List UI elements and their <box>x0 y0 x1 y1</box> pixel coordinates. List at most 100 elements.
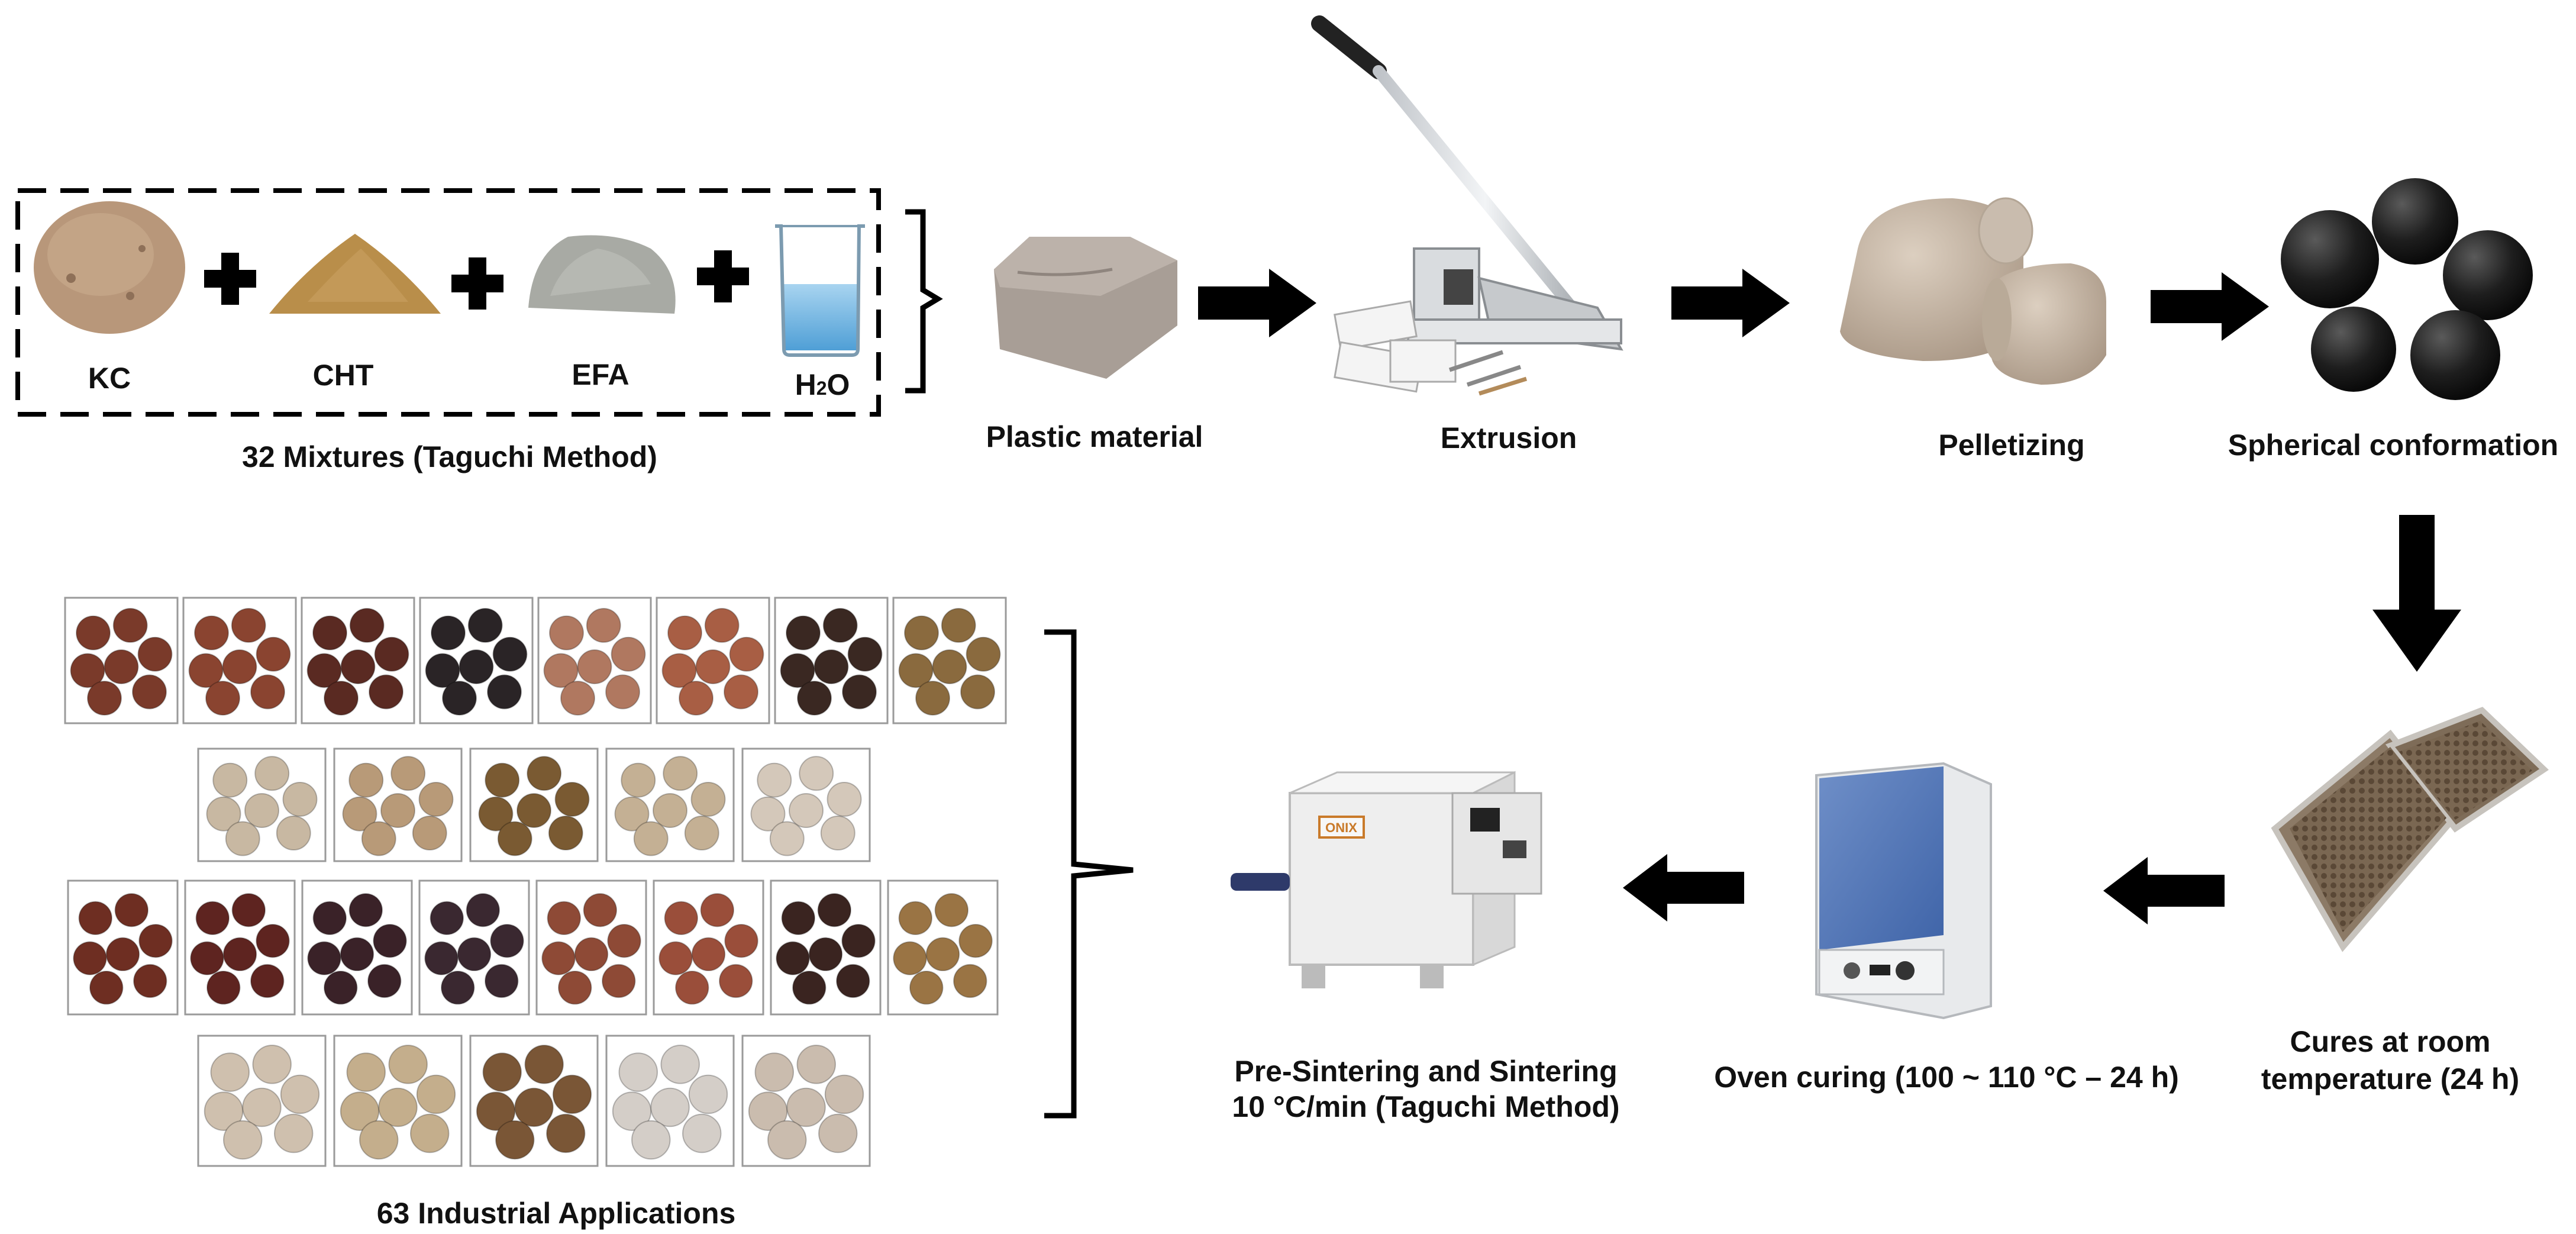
sample-pellet <box>925 937 960 972</box>
sample-pellet <box>653 793 687 828</box>
sample-pellet <box>132 674 167 710</box>
sample-pellet <box>549 615 584 650</box>
sample-pellet <box>543 653 579 688</box>
sample-pellet <box>663 756 698 791</box>
kc-label: KC <box>88 362 131 395</box>
sample-pellet <box>485 964 519 998</box>
sample-pellet <box>684 816 719 850</box>
arrow-right-icon <box>2151 272 2269 341</box>
sample-pellet <box>767 1120 807 1160</box>
sample-pellet <box>324 681 359 716</box>
sample-pellet <box>359 1120 399 1160</box>
sample-pellet <box>822 608 858 643</box>
sample-pellet <box>274 1113 314 1154</box>
sample-tile <box>770 879 882 1016</box>
sample-pellet <box>418 782 454 817</box>
sample-pellet <box>250 674 285 710</box>
sample-pellet <box>367 964 402 998</box>
sample-pellet <box>814 649 849 685</box>
sample-pellet <box>349 608 385 643</box>
sample-pellet <box>361 821 396 856</box>
sample-pellet <box>425 653 460 688</box>
sample-pellet <box>210 1052 250 1092</box>
sample-pellet <box>231 608 266 643</box>
spherical-conformation-label: Spherical conformation <box>2228 428 2559 462</box>
sample-tile <box>892 597 1007 724</box>
sample-pellet <box>724 674 758 710</box>
sample-pellet <box>517 793 551 828</box>
sample-pellet <box>729 636 764 672</box>
sample-pellet <box>282 782 318 817</box>
sample-pellet <box>661 653 697 688</box>
sample-pellet <box>442 681 477 716</box>
sample-pellet <box>223 1120 263 1160</box>
sample-pellet <box>114 893 149 927</box>
sample-pellet <box>490 923 524 958</box>
sample-pellet <box>410 1113 450 1154</box>
sample-pellet <box>482 1052 522 1092</box>
sample-pellet <box>104 649 139 685</box>
sample-pellet <box>205 681 240 716</box>
sample-pellet <box>373 923 407 958</box>
sample-tile <box>333 748 463 862</box>
sample-pellet <box>776 941 810 975</box>
oven-brand-label: ONIX <box>1325 820 1357 835</box>
sample-pellet <box>893 941 927 975</box>
sample-pellet <box>380 793 415 828</box>
sample-pellet <box>430 901 464 936</box>
pelletizing-image <box>1840 197 2106 385</box>
sample-pellet <box>560 681 595 716</box>
sample-tile <box>887 879 999 1016</box>
sample-pellet <box>250 964 285 998</box>
sample-tile <box>333 1035 463 1167</box>
sample-pellet <box>658 941 693 975</box>
sample-pellet <box>898 653 934 688</box>
sample-pellet <box>112 608 148 643</box>
sample-tile <box>535 879 647 1016</box>
sample-pellet <box>73 941 107 975</box>
sample-pellet <box>817 893 852 927</box>
sample-pellet <box>966 636 1001 672</box>
sample-pellet <box>958 923 993 958</box>
sample-pellet <box>827 782 862 817</box>
sample-pellet <box>691 937 726 972</box>
sample-pellet <box>188 653 224 688</box>
sample-pellet <box>960 674 995 710</box>
sample-pellet <box>607 923 641 958</box>
sample-pellet <box>212 762 248 798</box>
sample-pellet <box>688 1074 728 1114</box>
sample-pellet <box>789 793 824 828</box>
sample-pellet <box>780 653 815 688</box>
sample-pellet <box>497 821 532 856</box>
sample-pellet <box>105 937 140 972</box>
sample-pellet <box>495 1120 535 1160</box>
sample-pellet <box>574 937 609 972</box>
sample-pellet <box>577 649 612 685</box>
sample-pellet <box>818 1113 858 1154</box>
sample-pellet <box>904 615 939 650</box>
sample-pellet <box>552 1074 592 1114</box>
sample-pellet <box>256 923 290 958</box>
sample-pellet <box>340 649 376 685</box>
sample-pellet <box>133 964 167 998</box>
sample-pellet <box>898 901 932 936</box>
sample-pellet <box>700 893 735 927</box>
sample-pellet <box>719 964 753 998</box>
sample-pellet <box>204 1091 244 1131</box>
sample-pellet <box>514 1087 554 1127</box>
sample-pellet <box>748 1091 788 1131</box>
sample-pellet <box>252 1045 292 1084</box>
efa-label: EFA <box>572 358 630 391</box>
sample-tile <box>418 879 530 1016</box>
sample-pellet <box>307 941 341 975</box>
sample-tile <box>537 597 652 724</box>
sample-pellet <box>244 793 279 828</box>
sample-pellet <box>605 674 640 710</box>
sample-pellet <box>378 1087 418 1127</box>
sample-pellet <box>614 796 650 832</box>
sample-pellet <box>459 649 494 685</box>
sample-pellet <box>548 816 583 850</box>
sample-pellet <box>757 762 792 798</box>
sample-pellet <box>799 756 834 791</box>
